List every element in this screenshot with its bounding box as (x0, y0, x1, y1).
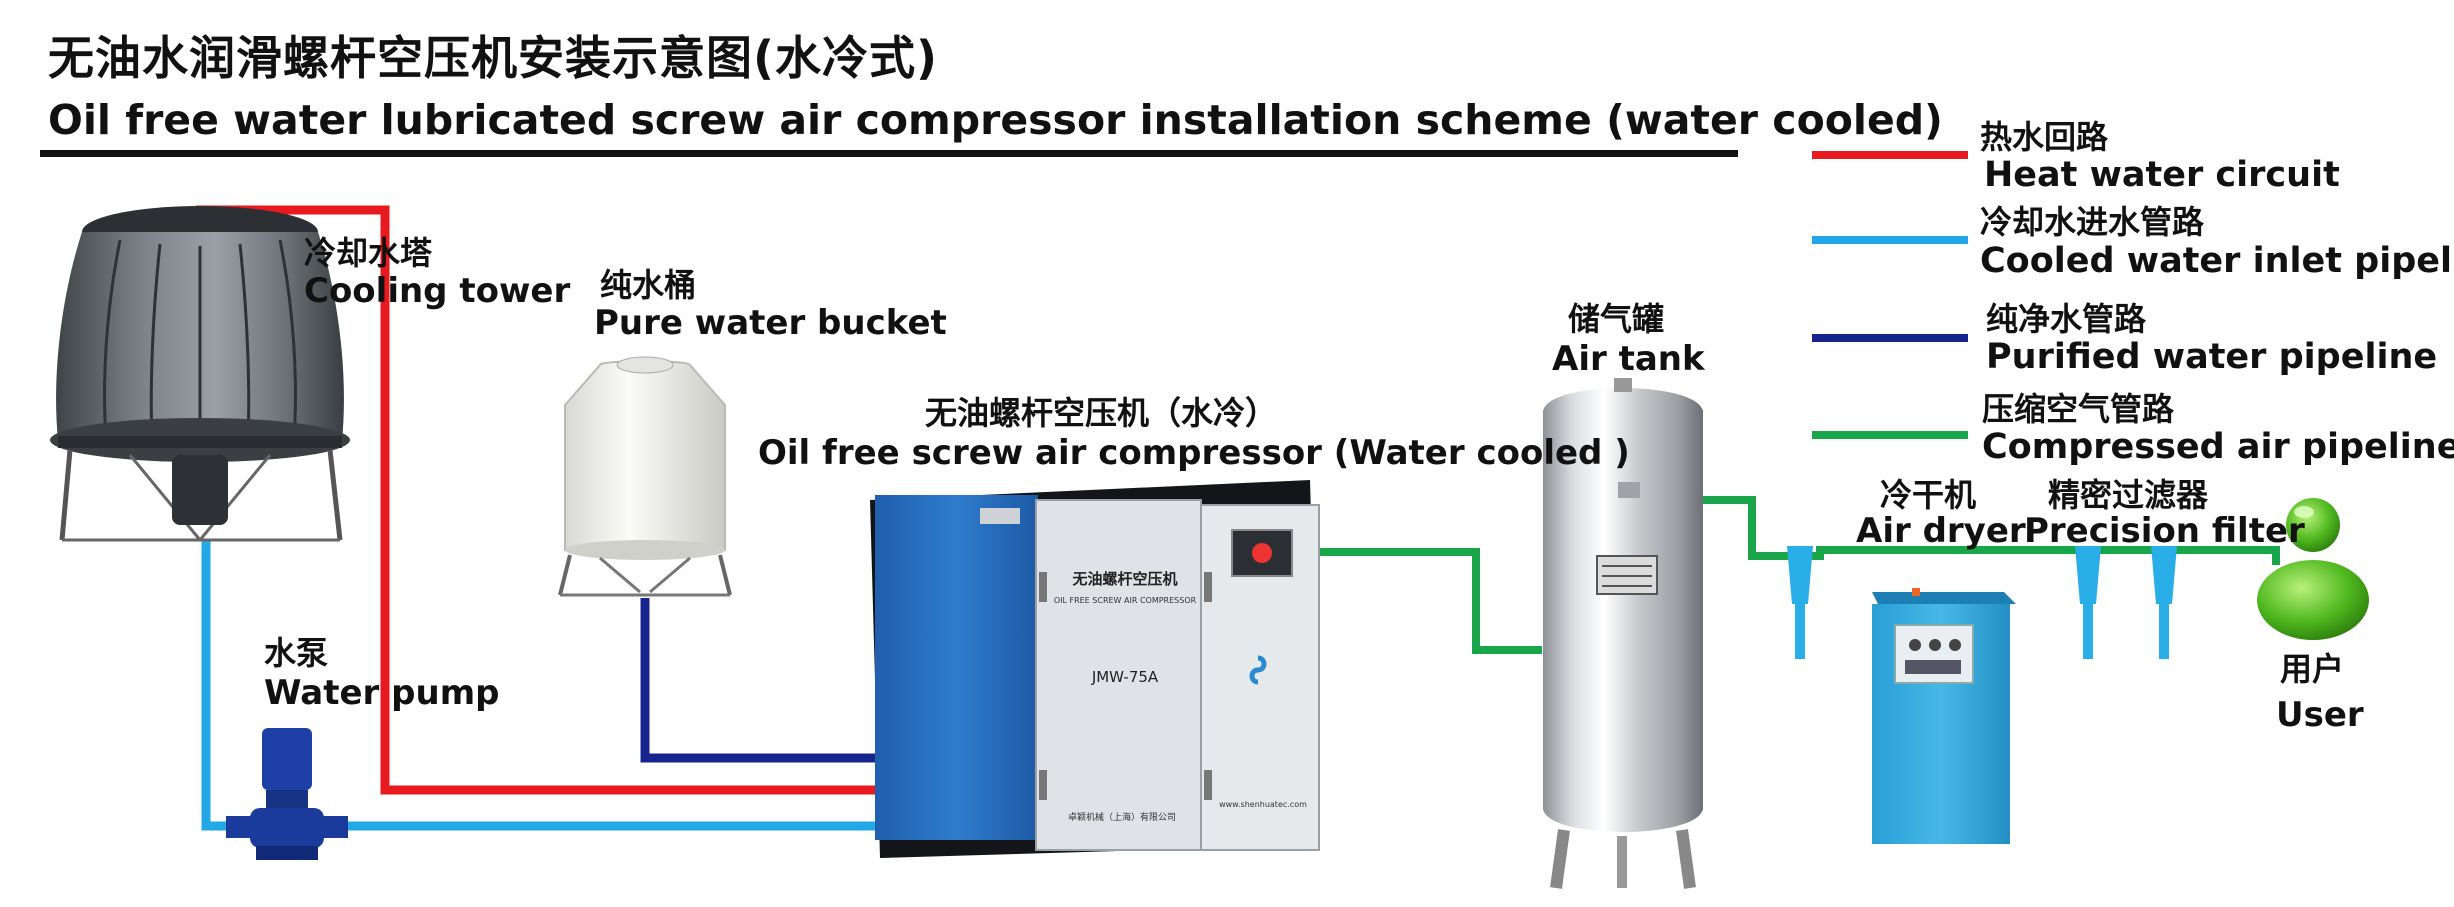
precision-filter-label-en: Precision filter (2024, 511, 2305, 551)
user-label-cn: 用户 (2280, 650, 2345, 688)
legend-compressed-en: Compressed air pipeline (1982, 427, 2454, 467)
air-dryer (1872, 588, 2016, 844)
cooling-tower-label-en: Cooling tower (304, 271, 571, 311)
legend-cooled-en: Cooled water inlet pipeline (1980, 241, 2454, 281)
legend-purified-cn: 纯净水管路 (1986, 300, 2147, 338)
compressor-panel-name-en: OIL FREE SCREW AIR COMPRESSOR (1053, 596, 1197, 605)
cooled-water-pipe (201, 540, 875, 831)
precision-filter-label-cn: 精密过滤器 (2048, 476, 2209, 514)
legend-purified-en: Purified water pipeline (1986, 337, 2438, 377)
legend-compressed-cn: 压缩空气管路 (1982, 390, 2175, 428)
compressor-website: www.shenhuatec.com (1219, 800, 1307, 809)
legend-cooled-cn: 冷却水进水管路 (1980, 203, 2205, 241)
compressor-label-en: Oil free screw air compressor (Water coo… (758, 433, 1630, 473)
air-tank-label-en: Air tank (1552, 339, 1705, 379)
air-compressor (870, 480, 1320, 858)
legend-heat-en: Heat water circuit (1984, 155, 2340, 195)
compressor-label-cn: 无油螺杆空压机（水冷） (925, 394, 1278, 432)
filter-1 (1787, 546, 1813, 659)
pure-water-bucket-label-cn: 纯水桶 (600, 266, 697, 304)
compressor-maker: 卓颖机械（上海）有限公司 (1067, 813, 1176, 823)
page-title-en: Oil free water lubricated screw air comp… (48, 96, 1943, 144)
precision-filter-2 (2151, 546, 2177, 659)
compressor-model: JMW-75A (1091, 668, 1159, 686)
user-icon (2257, 498, 2369, 640)
pure-water-bucket (558, 356, 732, 597)
pure-water-bucket-label-en: Pure water bucket (594, 303, 947, 343)
purified-water-pipe (640, 598, 875, 763)
compressed-air-pipe (1320, 548, 1542, 654)
cooling-tower-label-cn: 冷却水塔 (304, 234, 433, 272)
legend-heat-cn: 热水回路 (1980, 118, 2109, 156)
air-tank (1543, 378, 1703, 889)
user-label-en: User (2276, 695, 2364, 735)
water-pump-label-cn: 水泵 (264, 634, 329, 672)
air-tank-label-cn: 储气罐 (1568, 300, 1665, 338)
precision-filter-1 (2075, 546, 2101, 659)
title-underline (40, 150, 1738, 157)
compressor-panel-name-cn: 无油螺杆空压机 (1072, 570, 1178, 588)
page-title-cn: 无油水润滑螺杆空压机安装示意图(水冷式) (48, 31, 939, 85)
air-dryer-label-cn: 冷干机 (1880, 476, 1977, 514)
cooling-tower (50, 206, 350, 542)
air-dryer-label-en: Air dryer (1856, 511, 2026, 551)
water-pump-label-en: Water pump (264, 673, 500, 713)
water-pump (226, 728, 348, 860)
